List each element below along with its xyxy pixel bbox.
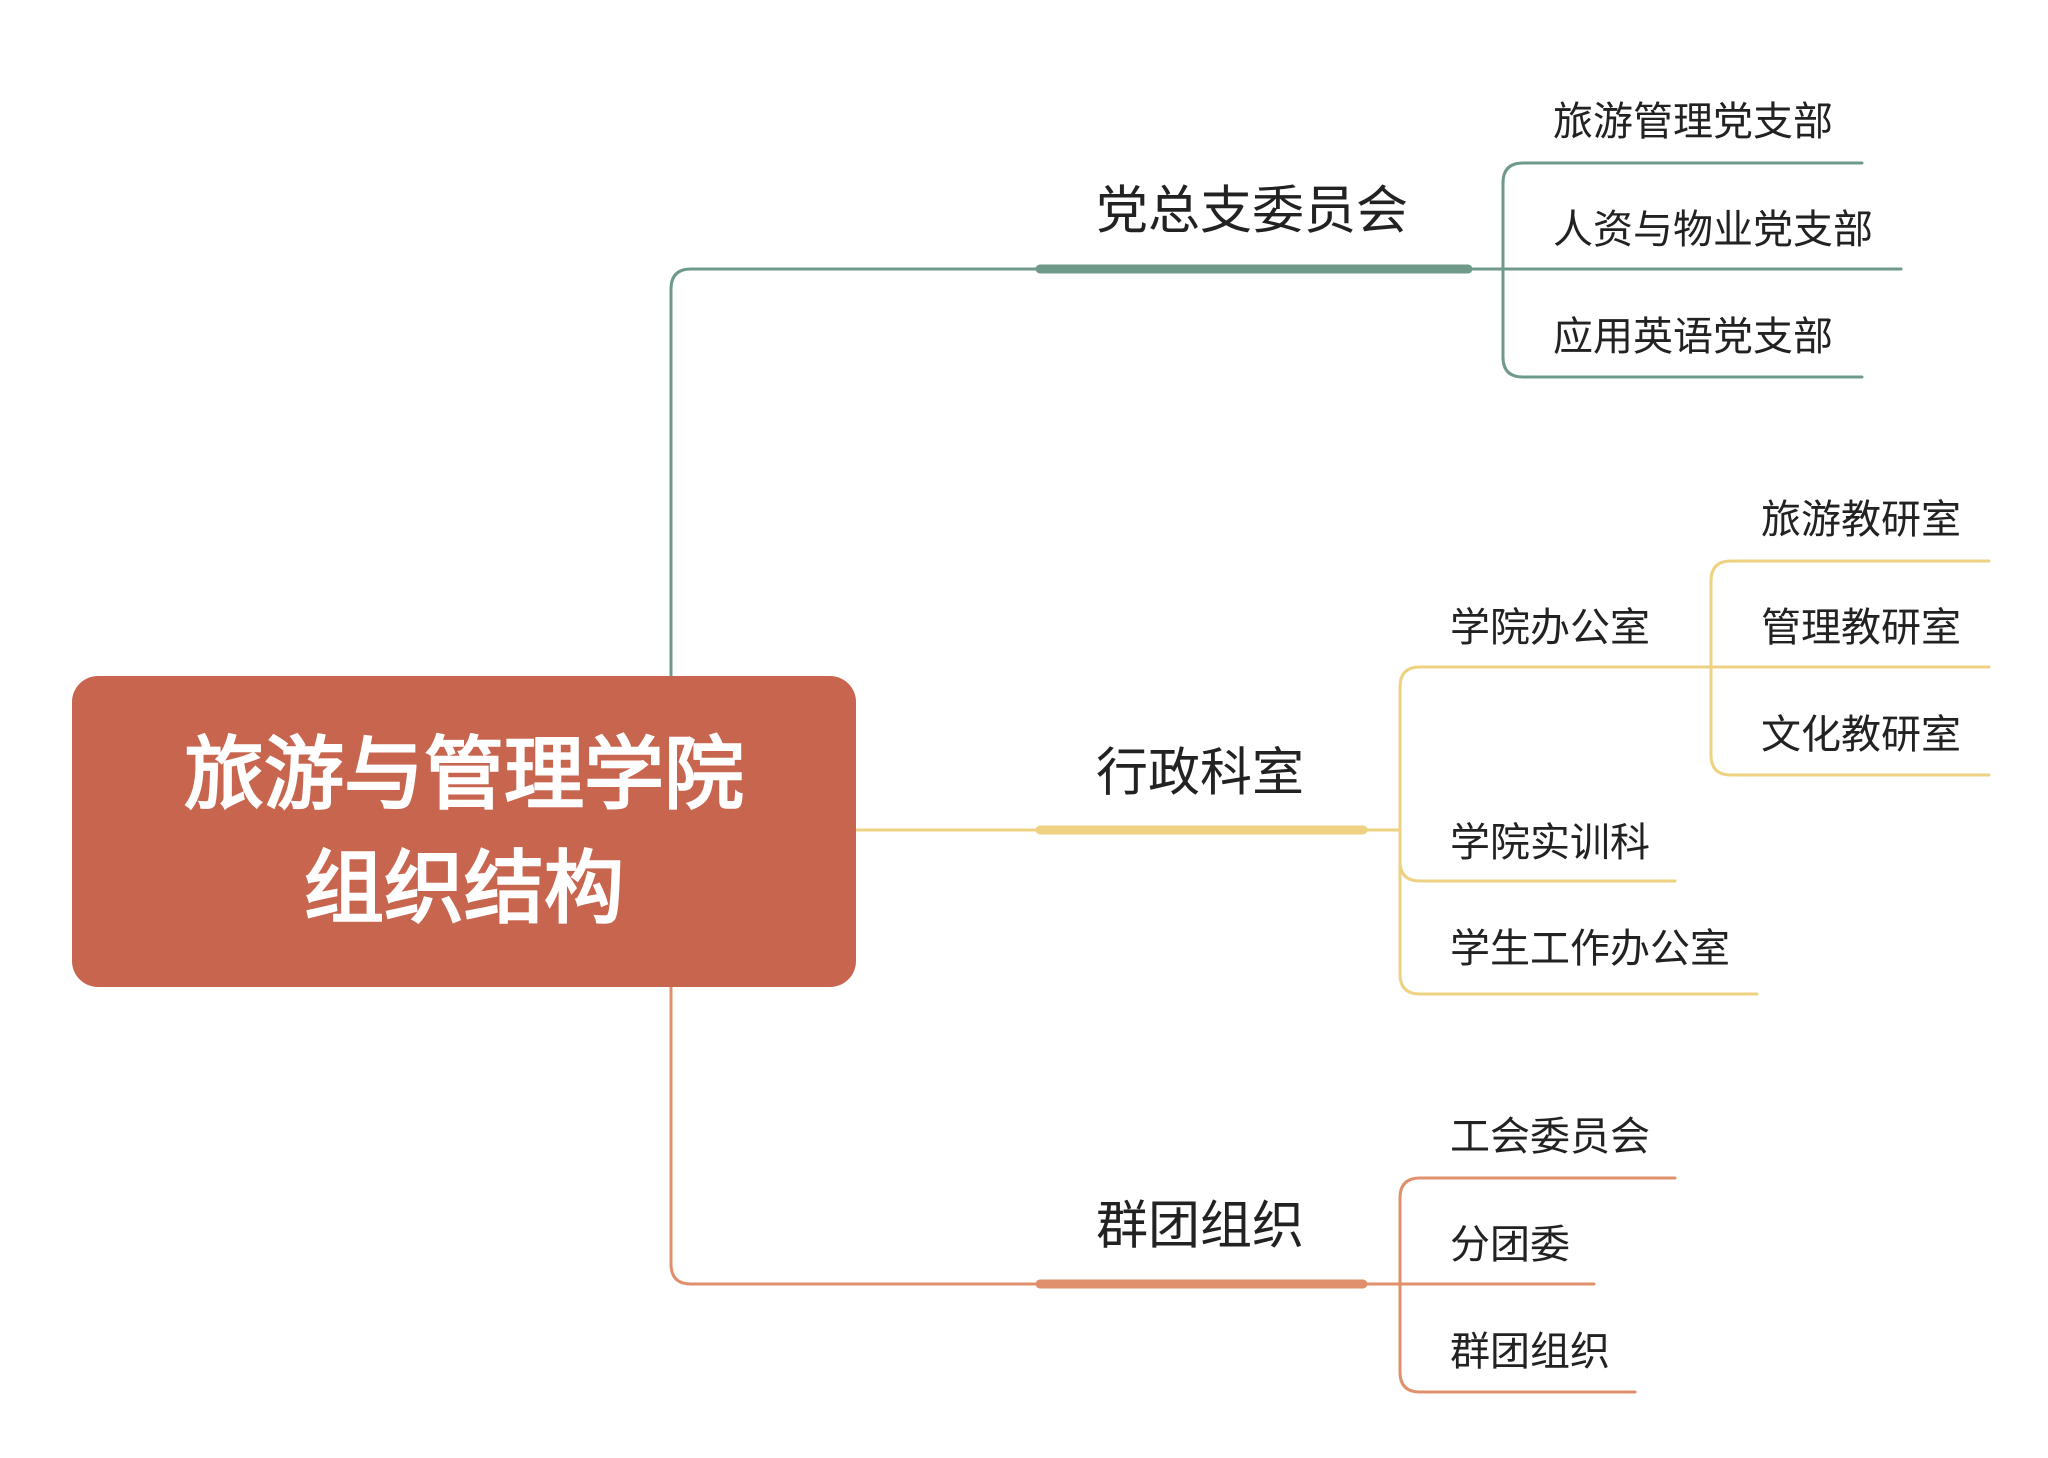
office-child-2[interactable]: 管理教研室 — [1761, 605, 1961, 651]
party-bracket — [1469, 161, 1903, 379]
mass-child-3[interactable]: 群团组织 — [1450, 1329, 1610, 1375]
root-title-line2: 组织结构 — [304, 841, 624, 935]
admin-child-1[interactable]: 学院实训科 — [1450, 820, 1650, 866]
admin-bracket — [1364, 665, 1759, 996]
office-child-3[interactable]: 文化教研室 — [1761, 712, 1961, 758]
office-child-1[interactable]: 旅游教研室 — [1761, 497, 1961, 543]
party-child-1[interactable]: 旅游管理党支部 — [1553, 99, 1833, 145]
branch-admin[interactable]: 行政科室 — [1096, 743, 1305, 804]
mass-connector — [669, 985, 1039, 1286]
party-child-2[interactable]: 人资与物业党支部 — [1553, 207, 1873, 253]
party-child-3[interactable]: 应用英语党支部 — [1553, 314, 1833, 360]
root-node[interactable]: 旅游与管理学院 组织结构 — [72, 676, 856, 987]
root-title-line1: 旅游与管理学院 — [184, 727, 744, 821]
admin-office[interactable]: 学院办公室 — [1450, 605, 1650, 651]
mass-child-2[interactable]: 分团委 — [1450, 1222, 1570, 1268]
branch-mass[interactable]: 群团组织 — [1096, 1196, 1305, 1257]
office-bracket — [1709, 559, 1991, 777]
mass-bracket — [1364, 1176, 1677, 1394]
branch-party[interactable]: 党总支委员会 — [1096, 181, 1409, 242]
admin-child-2[interactable]: 学生工作办公室 — [1450, 926, 1730, 972]
mass-child-1[interactable]: 工会委员会 — [1450, 1114, 1650, 1160]
party-connector — [669, 267, 1039, 678]
